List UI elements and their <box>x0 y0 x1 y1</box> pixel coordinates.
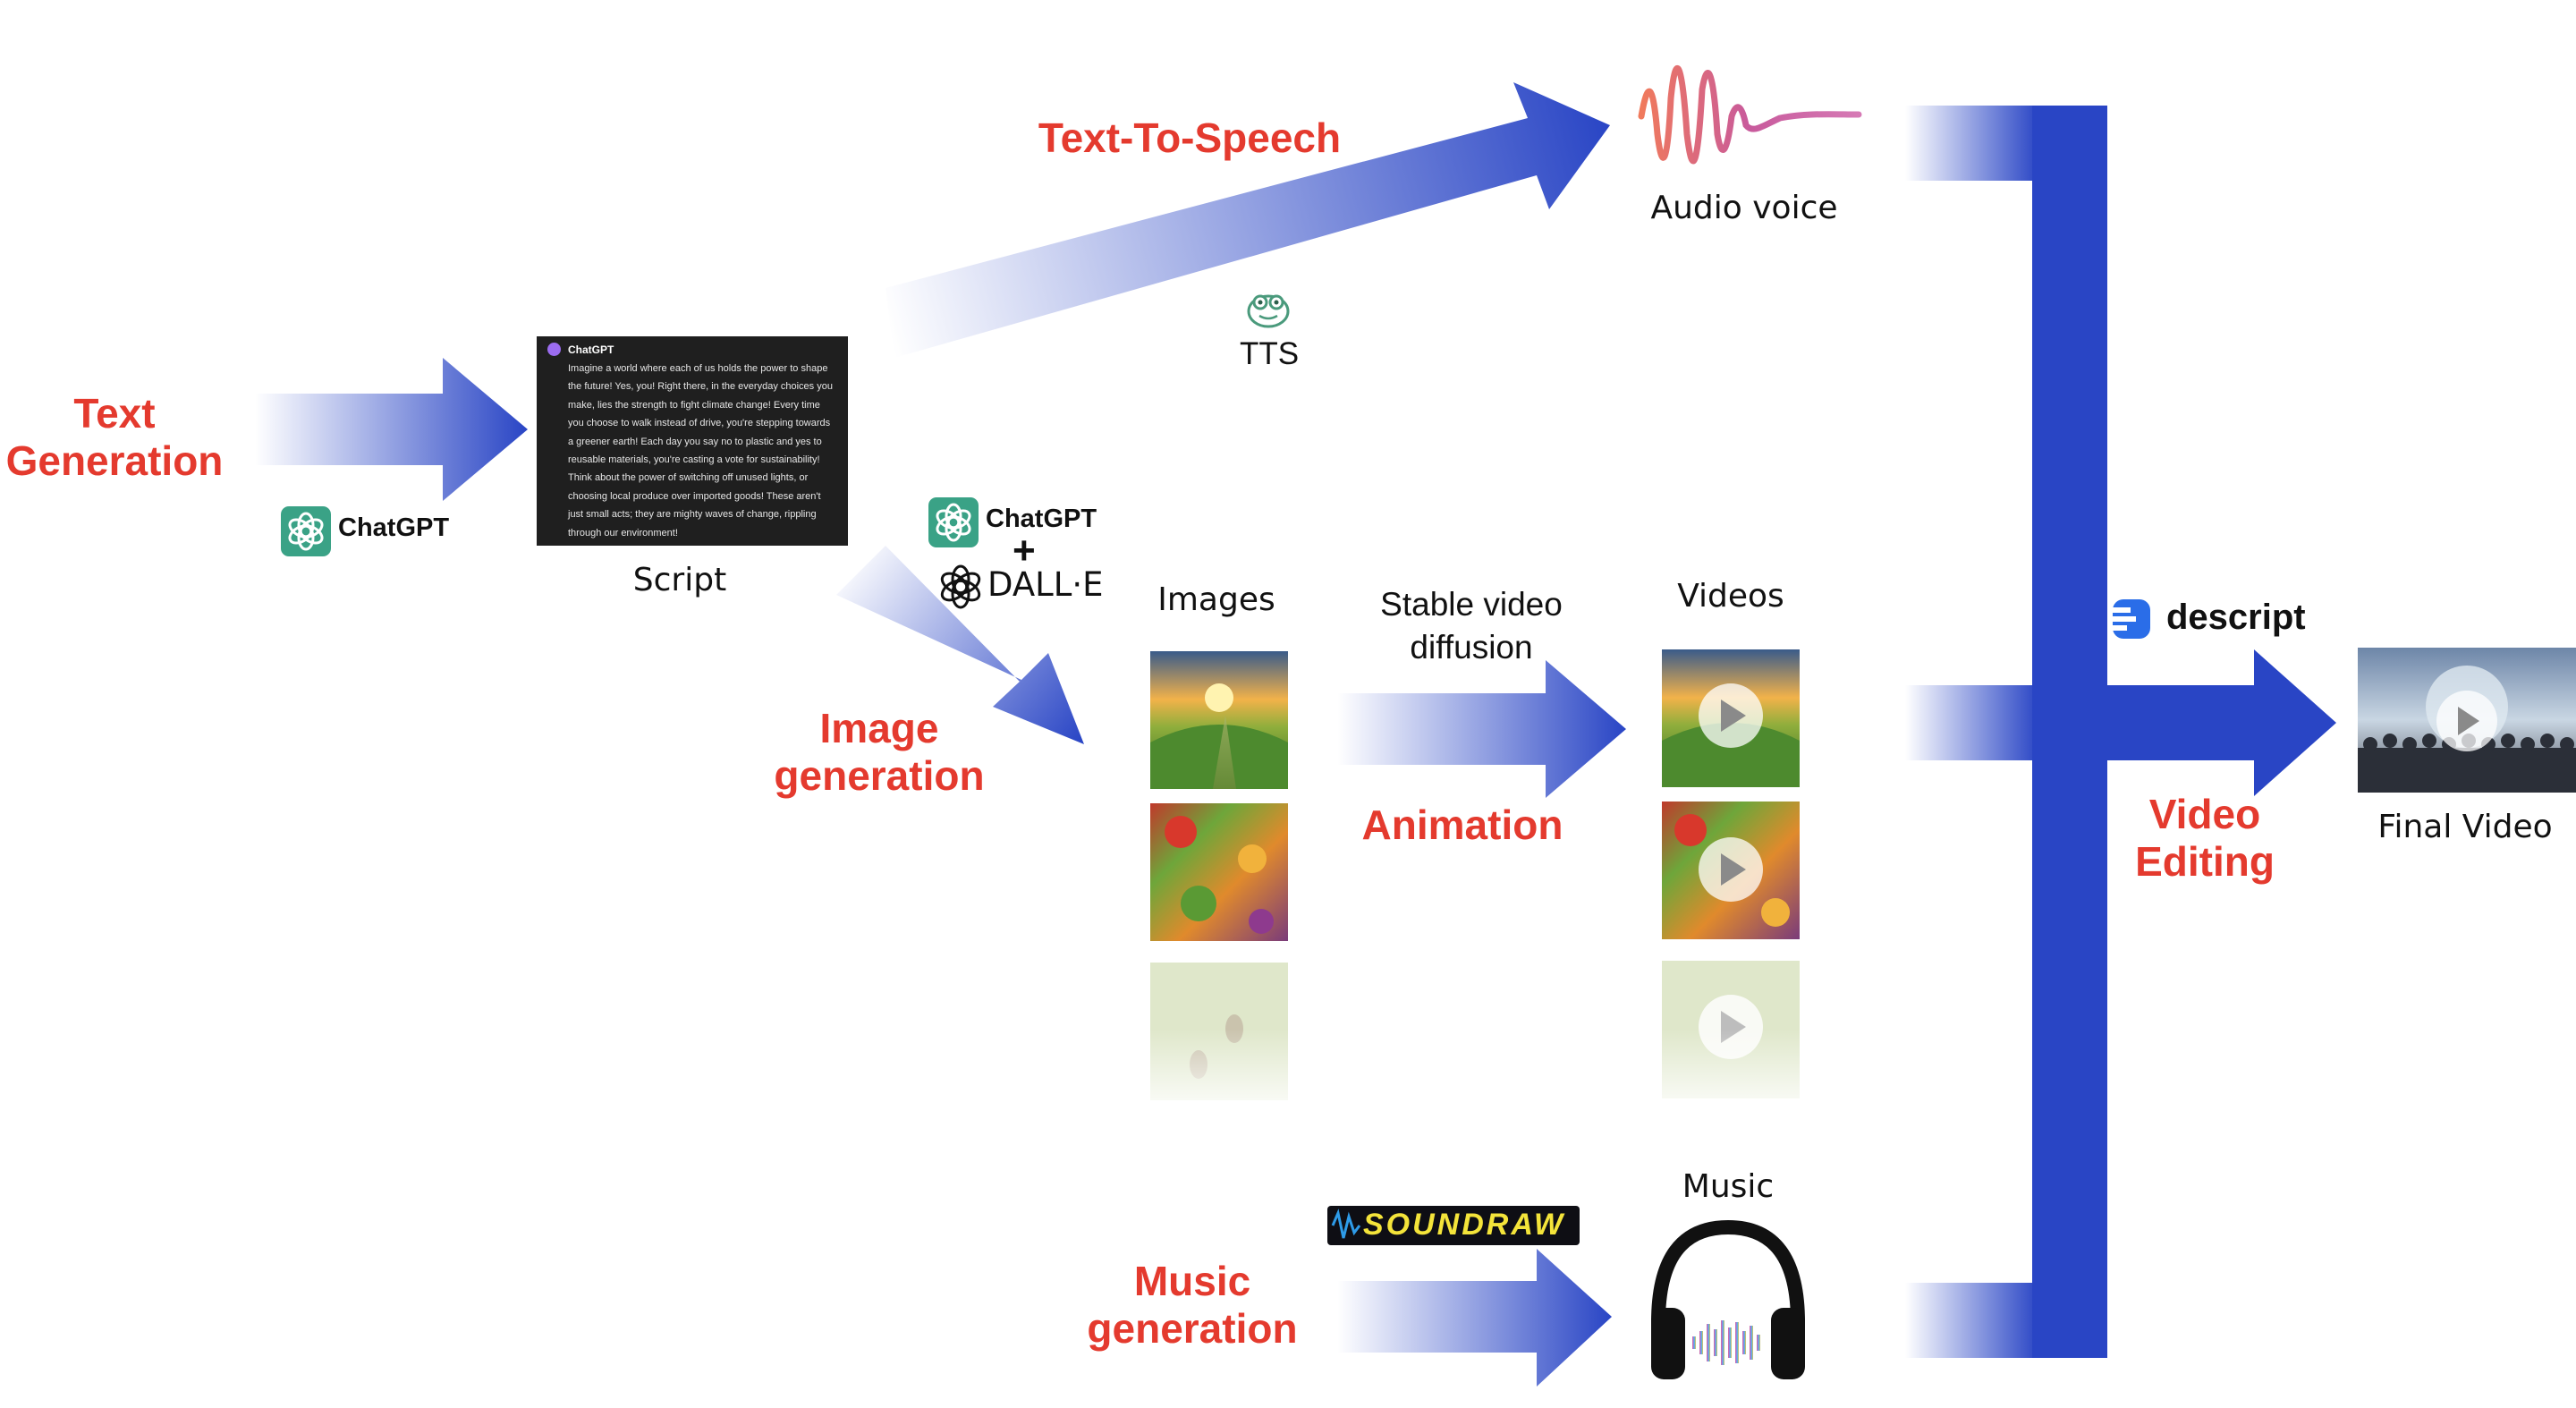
script-card-body: Imagine a world where each of us holds t… <box>568 363 833 539</box>
openai-logo-icon <box>940 564 981 609</box>
label-music-generation: Music generation <box>1087 1258 1298 1352</box>
caption-images: Images <box>1157 581 1275 618</box>
plus-sign: + <box>1013 529 1036 573</box>
label-animation: Animation <box>1361 802 1563 848</box>
label-video-editing: Video Editing <box>2135 791 2275 885</box>
image-thumb-landscape <box>1150 651 1288 789</box>
video-thumb-vegetables <box>1662 802 1800 939</box>
arrow-animation <box>1337 660 1626 798</box>
arrow-text-generation <box>255 358 528 501</box>
label-image-generation: Image generation <box>774 705 985 799</box>
audio-waveform-icon <box>1638 65 1862 165</box>
caption-videos: Videos <box>1677 578 1784 615</box>
caption-script: Script <box>632 562 727 598</box>
script-card-header: ChatGPT <box>568 344 614 356</box>
images-fade-overlay <box>1145 1029 1297 1118</box>
soundraw-label: SOUNDRAW <box>1363 1208 1566 1242</box>
arrow-text-to-speech <box>886 82 1610 358</box>
label-text-to-speech: Text-To-Speech <box>1038 115 1342 161</box>
caption-audio-voice: Audio voice <box>1650 190 1838 226</box>
headphones-icon <box>1651 1219 1805 1379</box>
frog-tts-icon <box>1247 294 1290 328</box>
arrow-image-generation <box>836 546 1084 744</box>
soundraw-wave-icon <box>1331 1209 1361 1239</box>
chatgpt-label: ChatGPT <box>338 513 450 542</box>
descript-label: descript <box>2166 598 2306 637</box>
video-thumb-landscape <box>1662 649 1800 787</box>
caption-final-video: Final Video <box>2377 809 2553 845</box>
chatgpt-logo-icon-2 <box>928 497 979 547</box>
caption-music: Music <box>1682 1168 1775 1205</box>
label-text-generation: Text Generation <box>5 390 224 484</box>
script-card: ChatGPT Imagine a world where each of us… <box>537 336 848 546</box>
tts-label: TTS <box>1239 336 1300 371</box>
chatgpt-image-label: ChatGPT <box>986 505 1097 533</box>
bracket-bar <box>2032 106 2107 1358</box>
editing-bracket <box>1905 106 2336 1358</box>
image-thumb-vegetables <box>1150 803 1288 941</box>
bracket-in-video <box>1905 685 2039 760</box>
soundraw-logo <box>1327 1206 1580 1245</box>
final-video-thumb <box>2358 648 2576 793</box>
chatgpt-logo-icon <box>281 506 331 556</box>
arrow-music-generation <box>1337 1249 1612 1387</box>
bracket-in-music <box>1905 1283 2039 1358</box>
arrow-to-final-video <box>2102 649 2336 796</box>
caption-stable-video-diffusion: Stable video diffusion <box>1380 586 1563 666</box>
videos-fade-overlay <box>1657 1029 1809 1118</box>
descript-logo-icon <box>2107 599 2150 639</box>
equalizer-icon <box>1692 1320 1760 1365</box>
dalle-label: DALL·E <box>987 565 1104 604</box>
bracket-in-audio <box>1905 106 2039 181</box>
chatgpt-avatar-icon <box>547 343 561 356</box>
